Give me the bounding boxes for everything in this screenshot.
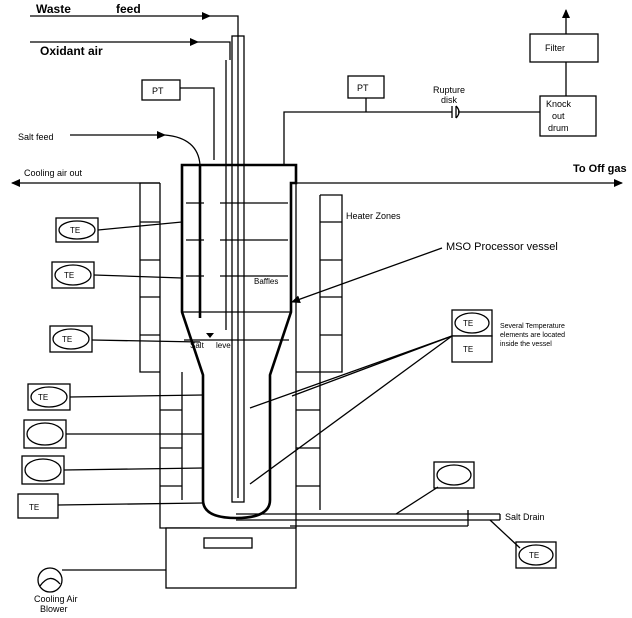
pt-left-label: PT — [152, 86, 164, 96]
salt-feed-line — [70, 131, 202, 318]
te-label-4: TE — [38, 393, 48, 402]
te-sensor-3 — [49, 325, 201, 353]
heater-zones-label: Heater Zones — [346, 211, 401, 221]
to-off-gas-label: To Off gas — [573, 163, 627, 175]
feed-label: feed — [116, 2, 141, 16]
te-sensor-7 — [17, 493, 204, 519]
several-te-label-2: elements are located — [500, 332, 565, 339]
several-te-label-3: inside the vessel — [500, 341, 552, 348]
rupture-disk-label-1: Rupture — [433, 85, 465, 95]
te-label-2: TE — [64, 271, 74, 280]
heater-jacket-left — [139, 182, 200, 529]
baffles — [186, 202, 288, 277]
waste-feed-line — [30, 12, 239, 36]
te-label-internal-2: TE — [463, 345, 473, 354]
pt-left-line — [180, 87, 215, 160]
cooling-air-out-label: Cooling air out — [24, 168, 83, 178]
salt-level-label-1: Salt — [190, 341, 205, 350]
knock-out-drum-label-3: drum — [548, 123, 569, 133]
filter-label: Filter — [545, 43, 565, 53]
te-sensor-drain-upper — [395, 461, 475, 515]
waste-label: Waste — [36, 2, 71, 16]
filter-box — [529, 33, 599, 63]
salt-drain-label: Salt Drain — [505, 512, 545, 522]
knock-out-drum-label-2: out — [552, 111, 565, 121]
pt-right-label: PT — [357, 83, 369, 93]
oxidant-air-line — [30, 38, 231, 60]
heater-jacket-right — [295, 183, 343, 528]
te-sensor-2 — [51, 261, 183, 289]
rupture-disk-icon — [451, 105, 460, 119]
cooling-air-blower-label-2: Blower — [40, 604, 68, 614]
te-sensor-6 — [21, 455, 204, 485]
oxidant-air-label: Oxidant air — [40, 44, 103, 58]
knock-out-drum-label-1: Knock — [546, 99, 572, 109]
rupture-disk-label-2: disk — [441, 95, 458, 105]
feed-tubes — [225, 35, 245, 503]
cooling-air-blower-label-1: Cooling Air — [34, 594, 78, 604]
te-sensor-1 — [55, 217, 183, 243]
te-sensor-internal — [249, 309, 493, 485]
salt-drain-pipe — [236, 510, 501, 527]
te-sensor-4 — [27, 383, 204, 411]
salt-level-icon — [206, 333, 214, 338]
furnace-base — [165, 527, 297, 589]
te-sensor-5 — [23, 419, 203, 449]
mso-vessel — [180, 163, 298, 520]
off-gas-vent-line — [283, 111, 452, 165]
salt-feed-label: Salt feed — [18, 132, 54, 142]
mso-vessel-label: MSO Processor vessel — [446, 241, 558, 253]
knock-out-drum — [539, 95, 597, 137]
te-label-7: TE — [29, 503, 39, 512]
baffles-label: Baffles — [254, 277, 278, 286]
several-te-label-1: Several Temperature — [500, 323, 565, 330]
te-label-internal-1: TE — [463, 319, 473, 328]
te-sensor-drain-lower — [489, 519, 557, 569]
salt-level-label-2: leve — [216, 341, 231, 350]
te-label-1: TE — [70, 226, 80, 235]
cooling-air-blower-icon — [37, 567, 166, 593]
te-label-3: TE — [62, 335, 72, 344]
te-label-drain: TE — [529, 551, 539, 560]
mso-vessel-pointer — [291, 247, 443, 304]
pressure-transmitter-left — [141, 79, 181, 101]
